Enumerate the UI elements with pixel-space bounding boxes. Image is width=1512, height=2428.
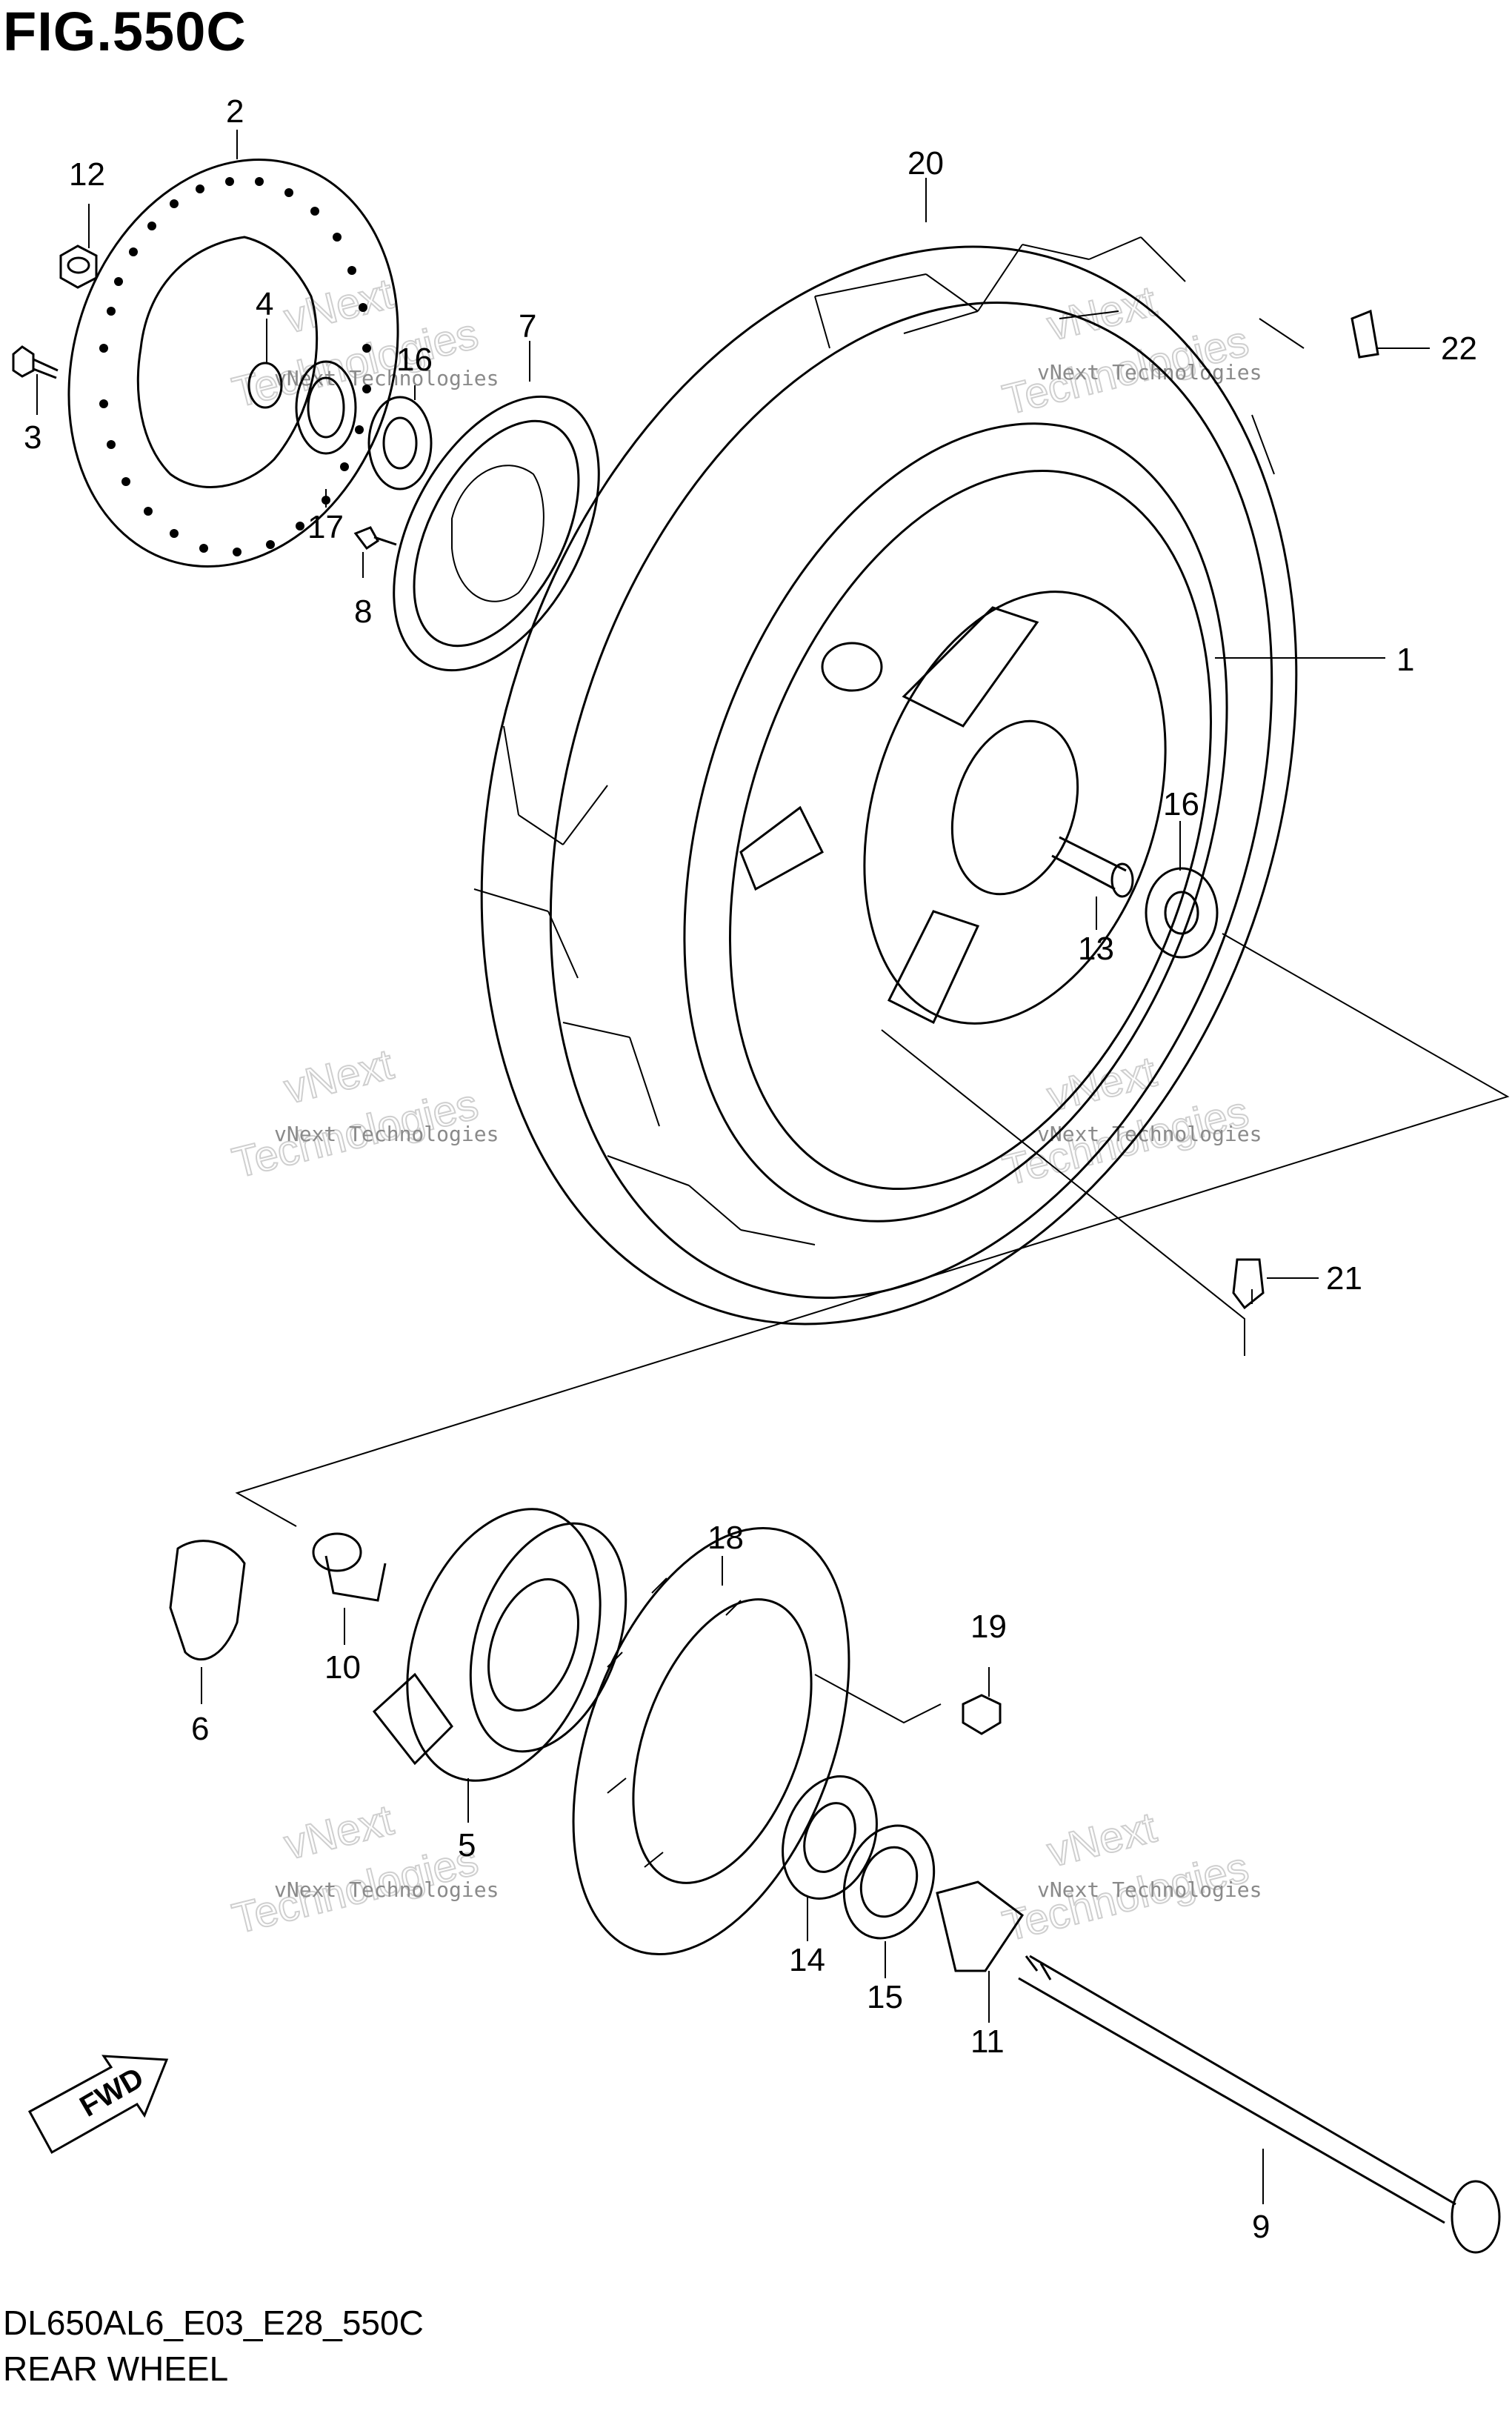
part-number-labels: 2 12 3 4 16 7 17 8 20 1 16 13 22 21 18 1…	[24, 93, 1477, 2245]
part-number-2: 2	[226, 93, 244, 130]
disc-bolt-drawing	[12, 345, 59, 379]
part-number-1: 1	[1396, 642, 1414, 678]
part-number-15: 15	[867, 1979, 903, 2015]
figure-description: REAR WHEEL	[3, 2349, 229, 2388]
part-number-18: 18	[707, 1520, 744, 1556]
part-number-11: 11	[970, 2023, 1005, 2060]
sprocket-drawing	[572, 1526, 850, 1956]
part-number-5: 5	[458, 1827, 476, 1863]
watermark-small: vNext Technologies	[274, 1122, 499, 1146]
part-number-16-lower: 16	[1163, 786, 1199, 822]
part-number-6: 6	[191, 1711, 209, 1747]
axle-shaft-drawing	[1018, 1955, 1501, 2254]
watermark-small: vNext Technologies	[274, 1877, 499, 1902]
bracket-collar-drawing	[169, 1532, 387, 1660]
part-number-16-upper: 16	[396, 342, 433, 378]
hub-small-parts-upper	[247, 360, 433, 551]
watermark-small: vNext Technologies	[1037, 360, 1262, 385]
part-number-7: 7	[519, 308, 536, 345]
part-number-12: 12	[69, 156, 105, 193]
sensor-ring-drawing	[393, 395, 600, 672]
fwd-arrow: FWD	[27, 2055, 169, 2155]
disc-nut-drawing	[59, 245, 98, 289]
hub-small-parts-lower	[1051, 836, 1219, 959]
figure-code: DL650AL6_E03_E28_550C	[3, 2304, 424, 2342]
guide-lines	[235, 933, 1510, 1527]
part-number-13: 13	[1078, 931, 1114, 967]
sprocket-carrier-drawing	[372, 1508, 627, 1782]
watermark-group: Technologies vNext vNext Technologies Te…	[227, 269, 1262, 1952]
brake-disc-drawing	[67, 159, 399, 568]
part-number-21: 21	[1326, 1260, 1362, 1297]
part-number-14: 14	[789, 1942, 825, 1978]
part-number-4: 4	[256, 286, 273, 322]
part-number-3: 3	[24, 419, 41, 456]
watermark-small: vNext Technologies	[1037, 1122, 1262, 1146]
part-number-17: 17	[307, 509, 344, 545]
part-number-10: 10	[324, 1649, 361, 1686]
figure-title: FIG.550C	[3, 1, 247, 62]
axle-small-parts-drawing	[782, 1694, 1025, 1972]
part-number-8: 8	[354, 593, 372, 630]
part-number-22: 22	[1441, 330, 1477, 367]
leader-lines	[36, 130, 1430, 2204]
part-number-20: 20	[907, 145, 944, 182]
wheel-tire-drawing	[473, 236, 1305, 1326]
part-number-19: 19	[970, 1609, 1007, 1645]
watermark-small: vNext Technologies	[1037, 1877, 1262, 1902]
fwd-label: FWD	[75, 2061, 150, 2123]
part-number-9: 9	[1252, 2209, 1270, 2245]
clip-valve-drawing	[1232, 309, 1379, 1310]
watermark-big: vNext	[1042, 1803, 1161, 1877]
